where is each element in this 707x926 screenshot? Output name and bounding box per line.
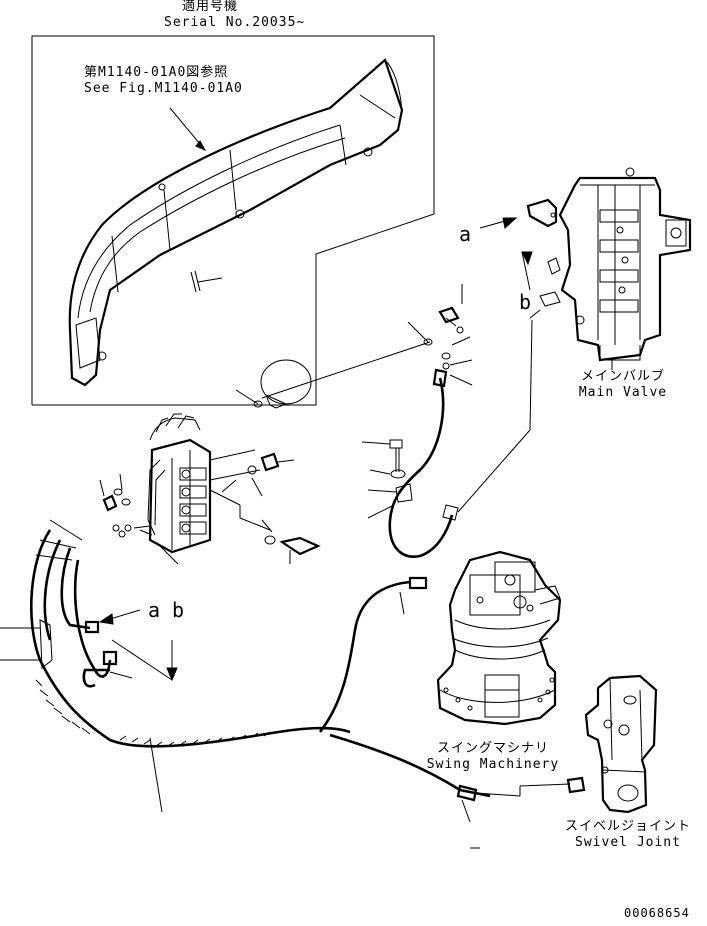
main-valve-label-jp: メインバルブ xyxy=(580,369,665,384)
callout-a-left: a xyxy=(148,598,161,622)
hose-to-swing xyxy=(318,576,586,849)
callout-a-top: a xyxy=(459,222,472,246)
swivel-joint-drawing xyxy=(584,674,658,814)
main-valve-drawing xyxy=(479,167,692,362)
swing-machinery-label-en: Swing Machinery xyxy=(426,757,560,772)
inset-frame xyxy=(31,35,435,406)
reference-note-jp: 第M1140-01A0図参照 xyxy=(84,65,229,80)
accumulator-drawing xyxy=(235,284,473,409)
applicable-serial-jp: 適用号機 xyxy=(181,0,238,14)
counterweight-cover-drawing xyxy=(68,58,404,387)
reference-note-en: See Fig.M1140-01A0 xyxy=(84,81,243,96)
swing-machinery-drawing xyxy=(436,550,562,726)
hose-main-to-swing xyxy=(361,319,533,558)
callout-b-left: b xyxy=(172,598,185,622)
swing-machinery-label-jp: スイングマシナリ xyxy=(436,741,549,756)
applicable-serial-en: Serial No.20035~ xyxy=(164,15,306,30)
main-valve-label-en: Main Valve xyxy=(578,385,668,400)
hose-bundle-left xyxy=(0,519,351,813)
swivel-joint-label-jp: スイベルジョイント xyxy=(564,819,691,834)
swivel-joint-label-en: Swivel Joint xyxy=(575,835,681,850)
callout-b-top: b xyxy=(519,290,532,314)
figure-number: 00068654 xyxy=(624,906,690,920)
pilot-valve-block-drawing xyxy=(99,413,321,565)
